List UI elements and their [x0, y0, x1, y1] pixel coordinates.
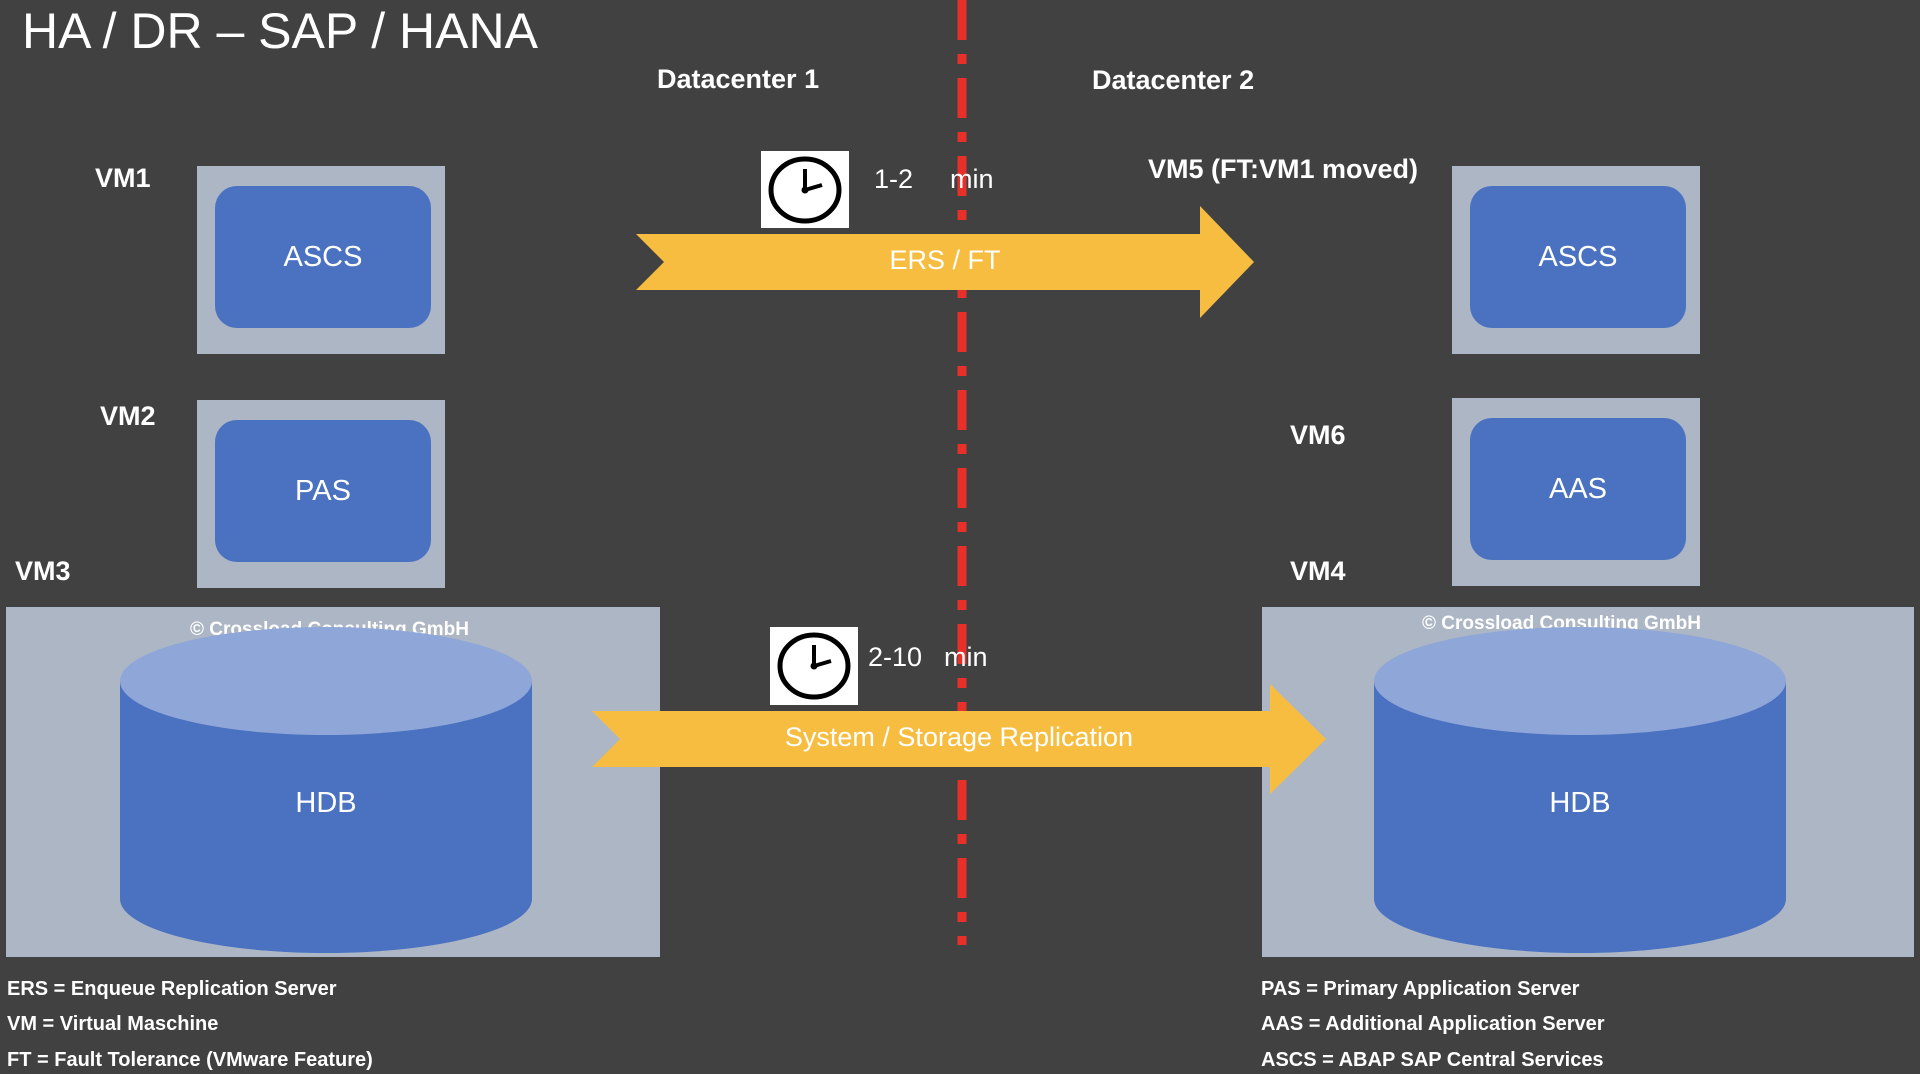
clock-icon: [768, 156, 842, 223]
vm3-label: VM3: [15, 556, 71, 586]
vm4-label: VM4: [1290, 556, 1346, 586]
vm4-service-label: HDB: [1549, 787, 1611, 819]
vm5-frame: ASCS: [1452, 166, 1700, 354]
vm5-ascs-box: ASCS: [1470, 186, 1686, 328]
legend-right-item-2: AAS = Additional Application Server: [1261, 1013, 1605, 1035]
system-storage-replication-arrow: [592, 684, 1326, 794]
vm2-pas-box: PAS: [215, 420, 431, 562]
top-time-value: 1-2: [874, 164, 914, 194]
vm6-frame: AAS: [1452, 398, 1700, 586]
legend-right-item-1: PAS = Primary Application Server: [1261, 978, 1580, 1000]
legend-right-item-3: ASCS = ABAP SAP Central Services: [1261, 1049, 1604, 1071]
vm3-frame: © Crossload Consulting GmbH HDB: [6, 607, 660, 957]
vm1-service-label: ASCS: [283, 240, 363, 273]
top-clock-box: [761, 151, 849, 228]
vm5-service-label: ASCS: [1538, 240, 1618, 273]
ers-ft-arrow: [636, 206, 1254, 318]
legend-left-item-2: VM = Virtual Maschine: [7, 1013, 219, 1035]
vm3-service-label: HDB: [295, 787, 357, 819]
datacenter-divider: [957, 0, 967, 945]
legend-left-item-1: ERS = Enqueue Replication Server: [7, 978, 337, 1000]
bottom-time-unit: min: [944, 642, 988, 672]
top-time-unit: min: [950, 164, 994, 194]
vm1-ascs-box: ASCS: [215, 186, 431, 328]
vm2-service-label: PAS: [295, 474, 351, 507]
page-title: HA / DR – SAP / HANA: [22, 3, 538, 59]
bottom-time-value: 2-10: [868, 642, 923, 672]
vm6-aas-box: AAS: [1470, 418, 1686, 560]
vm1-label: VM1: [95, 163, 151, 193]
vm2-label: VM2: [100, 401, 156, 431]
clock-icon: [777, 632, 851, 700]
bottom-clock-box: [770, 627, 858, 705]
legend-left-item-3: FT = Fault Tolerance (VMware Feature): [7, 1049, 373, 1071]
vm6-service-label: AAS: [1548, 472, 1608, 505]
vm4-hdb-cylinder: [1374, 627, 1786, 953]
system-storage-replication-label: System / Storage Replication: [784, 722, 1134, 752]
vm2-frame: PAS: [197, 400, 445, 588]
datacenter-1-label: Datacenter 1: [657, 64, 820, 94]
vm6-label: VM6: [1290, 420, 1346, 450]
ers-ft-label: ERS / FT: [889, 245, 1001, 275]
datacenter-2-label: Datacenter 2: [1092, 65, 1255, 95]
vm5-label: VM5 (FT:VM1 moved): [1148, 154, 1419, 184]
vm1-frame: ASCS: [197, 166, 445, 354]
vm4-frame: © Crossload Consulting GmbH HDB: [1262, 607, 1914, 957]
vm3-hdb-cylinder: [120, 627, 532, 953]
